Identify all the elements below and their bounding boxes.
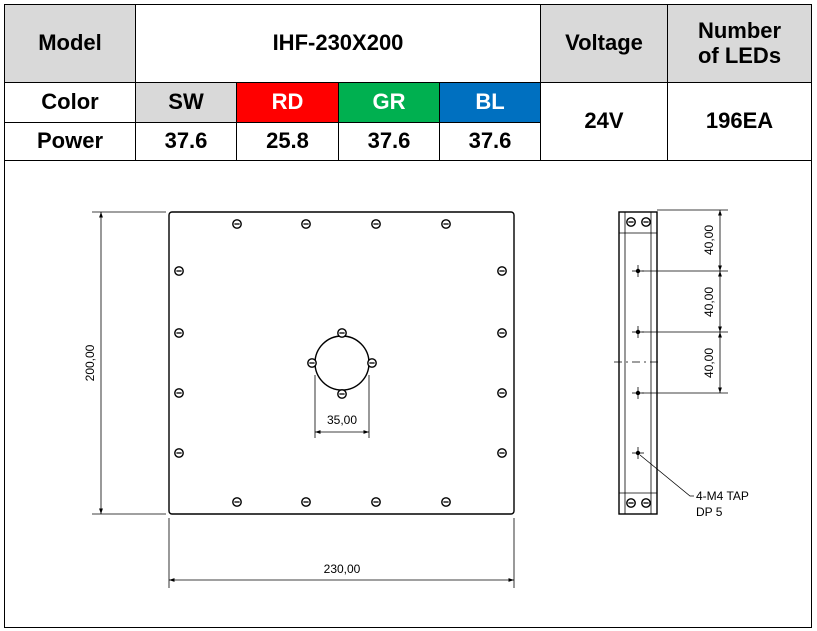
screw-icon	[337, 389, 347, 399]
pitch-dimension-label-3: 40,00	[702, 348, 716, 378]
screw-icon	[232, 219, 242, 229]
screw-icon	[626, 498, 636, 508]
channel-gr-power: 37.6	[339, 123, 440, 161]
screw-icon	[371, 497, 381, 507]
tap-note-line2: DP 5	[696, 505, 723, 519]
screw-icon	[174, 448, 184, 458]
tap-hole	[635, 268, 641, 274]
power-label: Power	[5, 123, 136, 161]
tap-hole	[635, 450, 641, 456]
leds-value: 196EA	[668, 83, 811, 161]
screw-icon	[174, 388, 184, 398]
pitch-dimension-label-1: 40,00	[702, 225, 716, 255]
screw-icon	[497, 448, 507, 458]
plate-side-view	[618, 211, 658, 515]
screw-icon	[497, 328, 507, 338]
leds-label-line2: of LEDs	[697, 42, 782, 68]
screw-icon	[301, 497, 311, 507]
leds-label: Number of LEDs	[668, 5, 811, 83]
screw-icon	[301, 219, 311, 229]
screw-icon	[497, 388, 507, 398]
tap-hole	[635, 390, 641, 396]
screw-icon	[441, 497, 451, 507]
channel-bl-name: BL	[440, 83, 541, 123]
channel-rd-power: 25.8	[237, 123, 339, 161]
voltage-label: Voltage	[541, 5, 668, 83]
center-hole	[314, 335, 370, 391]
screw-icon	[641, 498, 651, 508]
screw-icon	[307, 358, 317, 368]
color-label: Color	[5, 83, 136, 123]
screw-icon	[371, 219, 381, 229]
channel-sw-power: 37.6	[136, 123, 237, 161]
screw-icon	[337, 328, 347, 338]
channel-bl-power: 37.6	[440, 123, 541, 161]
tap-note-line1: 4-M4 TAP	[696, 489, 749, 503]
width-dimension-label: 230,00	[324, 562, 361, 576]
spec-sheet: Model IHF-230X200 Voltage Number of LEDs…	[4, 4, 812, 628]
pitch-dimension-label-2: 40,00	[702, 287, 716, 317]
screw-icon	[174, 266, 184, 276]
channel-sw-name: SW	[136, 83, 237, 123]
channel-gr-name: GR	[339, 83, 440, 123]
screw-icon	[497, 266, 507, 276]
plate-front-view	[168, 211, 515, 515]
screw-icon	[441, 219, 451, 229]
voltage-value: 24V	[541, 83, 668, 161]
tap-hole	[635, 329, 641, 335]
model-value: IHF-230X200	[136, 5, 541, 83]
screw-icon	[174, 328, 184, 338]
hole-diameter-label: 35,00	[327, 413, 357, 427]
height-dimension-label: 200,00	[83, 344, 97, 381]
channel-rd-name: RD	[237, 83, 339, 123]
screw-icon	[232, 497, 242, 507]
screw-icon	[367, 358, 377, 368]
leds-label-line1: Number	[697, 18, 782, 44]
screw-icon	[641, 217, 651, 227]
screw-icon	[626, 217, 636, 227]
model-label: Model	[5, 5, 136, 83]
